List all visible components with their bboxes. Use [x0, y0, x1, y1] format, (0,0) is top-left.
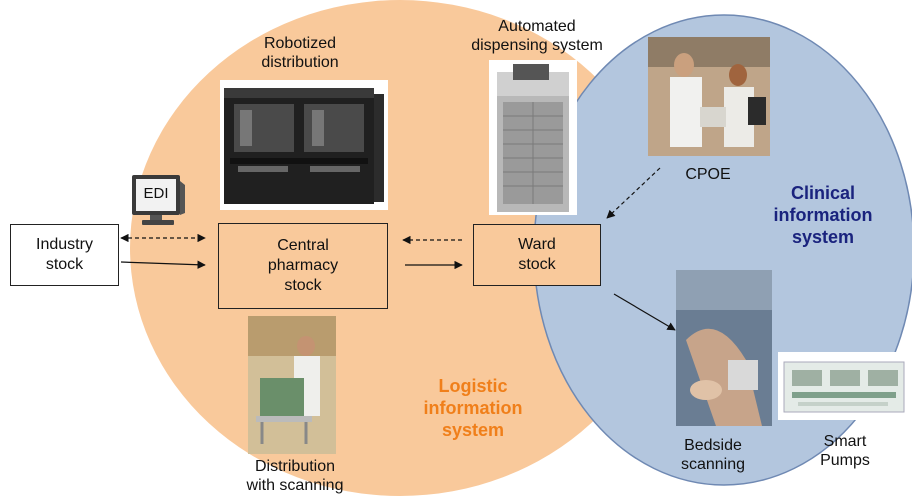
bedside-scanning-label: Bedside scanning	[680, 437, 746, 473]
central-pharmacy-stock-box: Central pharmacy stock	[218, 223, 388, 309]
smart-pumps-label: Smart Pumps	[820, 433, 870, 469]
logistic-system-title: Logistic information system	[423, 376, 523, 440]
bedside-scanning-image	[676, 270, 772, 426]
ward-to-bedside-arrow	[613, 293, 676, 331]
distribution-scanning-label: Distribution with scanning	[246, 458, 344, 494]
industry-stock-box: Industry stock	[10, 224, 119, 286]
automated-dispensing-image	[489, 60, 577, 215]
edi-monitor-icon: EDI	[130, 173, 186, 229]
robotized-distribution-image	[220, 80, 388, 210]
cpoe-label: CPOE	[685, 166, 731, 183]
distribution-scanning-image	[248, 316, 336, 454]
cpoe-to-ward-dashed-arrow	[606, 167, 661, 219]
robotized-distribution-label: Robotized distribution	[261, 35, 339, 71]
automated-dispensing-label: Automated dispensing system	[471, 18, 603, 54]
cpoe-image	[648, 37, 770, 156]
clinical-system-title: Clinical information system	[773, 183, 873, 247]
edi-label: EDI	[143, 185, 169, 202]
industry-to-central-arrow	[120, 260, 206, 269]
ward-stock-box: Ward stock	[473, 224, 601, 286]
smart-pumps-image	[778, 352, 912, 420]
